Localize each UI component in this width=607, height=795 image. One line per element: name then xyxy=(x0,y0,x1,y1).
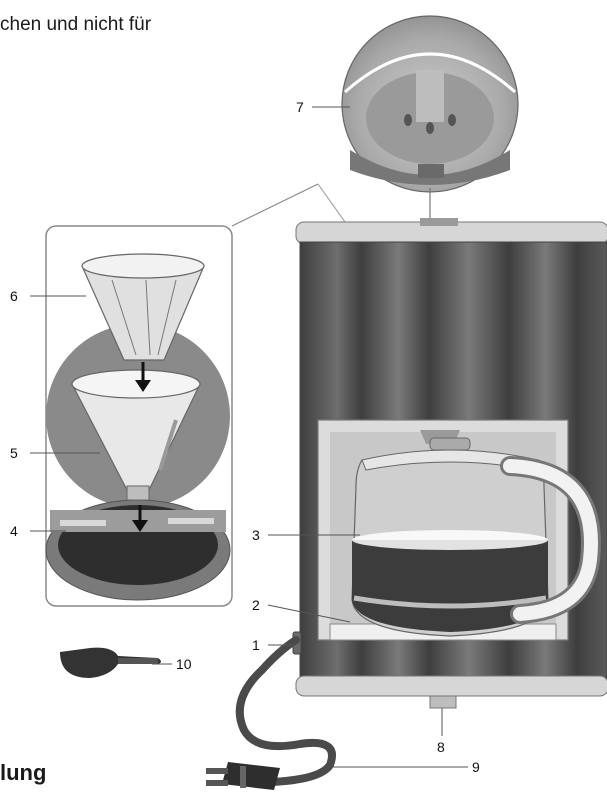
measuring-spoon xyxy=(60,648,161,678)
section-heading-fragment: lung xyxy=(0,760,46,786)
filter-assembly-inset xyxy=(46,226,232,606)
part-label-5: 5 xyxy=(10,445,18,461)
part-label-3: 3 xyxy=(252,527,260,543)
part-label-9: 9 xyxy=(472,759,480,775)
part-label-1: 1 xyxy=(252,637,260,653)
lid-top-view xyxy=(342,16,518,226)
part-label-2: 2 xyxy=(252,597,260,613)
part-label-4: 4 xyxy=(10,523,18,539)
power-plug-icon xyxy=(206,762,280,790)
part-label-8: 8 xyxy=(437,739,445,755)
part-label-10: 10 xyxy=(176,656,192,672)
inset-connector-lines xyxy=(232,184,345,226)
part-label-6: 6 xyxy=(10,288,18,304)
part-label-7: 7 xyxy=(296,99,304,115)
